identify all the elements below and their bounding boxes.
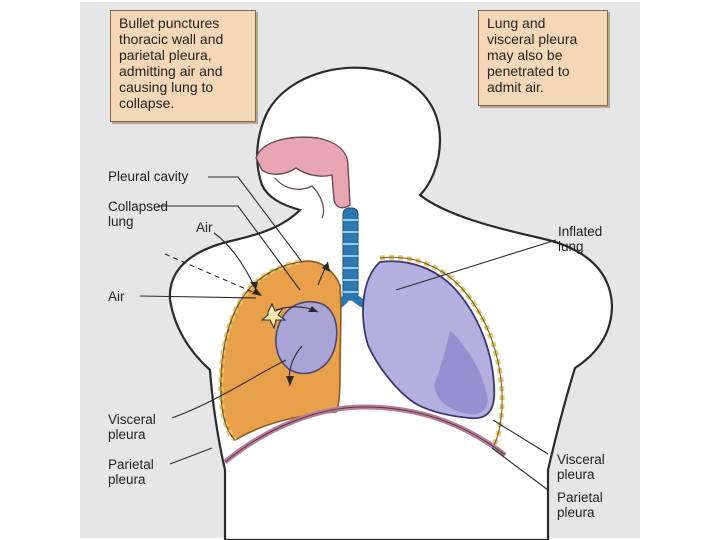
callout-lung: Lung and visceral pleura may also be pen…	[478, 10, 608, 106]
arrow-heads	[250, 262, 330, 386]
label-inflated-lung: Inflated lung	[558, 224, 603, 254]
mouth-outline	[274, 177, 325, 219]
label-parietal-pleura-right: Parietal pleura	[557, 490, 603, 520]
diaphragm-outline	[224, 406, 506, 463]
leader-lines	[139, 176, 557, 491]
inflated-lung-shade	[434, 330, 488, 415]
left-chest-wall-line	[220, 261, 301, 441]
label-air-upper: Air	[196, 220, 213, 235]
label-visceral-pleura-right: Visceral pleura	[557, 452, 605, 482]
collapsed-lung	[275, 300, 338, 375]
label-visceral-pleura-left: Visceral pleura	[108, 412, 156, 442]
right-chest-wall-line	[379, 256, 503, 449]
pharynx-shape	[255, 136, 351, 209]
callout-bullet: Bullet punctures thoracic wall and parie…	[110, 10, 256, 122]
label-air-left: Air	[108, 289, 125, 304]
bullet-wound-icon	[260, 302, 287, 330]
label-collapsed-lung: Collapsed lung	[108, 199, 169, 229]
label-parietal-pleura-left: Parietal pleura	[108, 457, 154, 487]
label-pleural-cavity: Pleural cavity	[108, 169, 189, 184]
